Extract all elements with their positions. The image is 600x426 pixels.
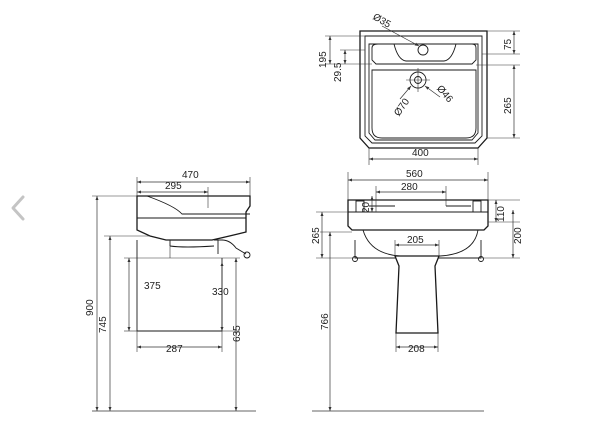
plan-waste-diameter-label: Ø46 (434, 83, 455, 105)
side-pedestal-width-label: 287 (166, 344, 183, 355)
front-bowl-width-label: 205 (407, 235, 424, 246)
side-pedestal-height-label: 375 (144, 281, 161, 292)
side-rim-height-label: 745 (98, 316, 109, 333)
plan-top-depth-label: 195 (318, 51, 329, 68)
front-right-height-label: 200 (513, 227, 524, 244)
plan-right-top-label: 75 (503, 38, 514, 50)
front-basin-height-label: 110 (496, 206, 507, 222)
side-total-width-label: 470 (182, 170, 199, 181)
front-inner-width-label: 280 (401, 182, 418, 193)
plan-bowl-diameter-label: Ø70 (392, 96, 412, 118)
front-total-width-label: 560 (406, 169, 423, 180)
plan-rim-depth-label: 29.5 (333, 62, 344, 82)
side-view (92, 177, 256, 412)
front-pedestal-width-label: 208 (408, 344, 425, 355)
plan-bowl-width-label: 400 (412, 148, 429, 159)
side-floor-height-label: 635 (232, 325, 243, 342)
plan-tap-hole-label: Ø35 (371, 12, 393, 31)
plan-view (325, 25, 520, 165)
side-basin-width-label: 295 (165, 181, 182, 192)
front-floor-height-label: 766 (320, 313, 331, 330)
side-total-height-label: 900 (85, 299, 96, 316)
side-trap-height-label: 330 (212, 287, 229, 298)
front-rim-thickness-label: 20 (361, 201, 372, 213)
chevron-left-icon (11, 195, 25, 221)
previous-image-button[interactable] (4, 190, 32, 226)
front-left-height-label: 265 (311, 227, 322, 244)
front-view (312, 172, 520, 412)
plan-right-depth-label: 265 (503, 97, 514, 114)
